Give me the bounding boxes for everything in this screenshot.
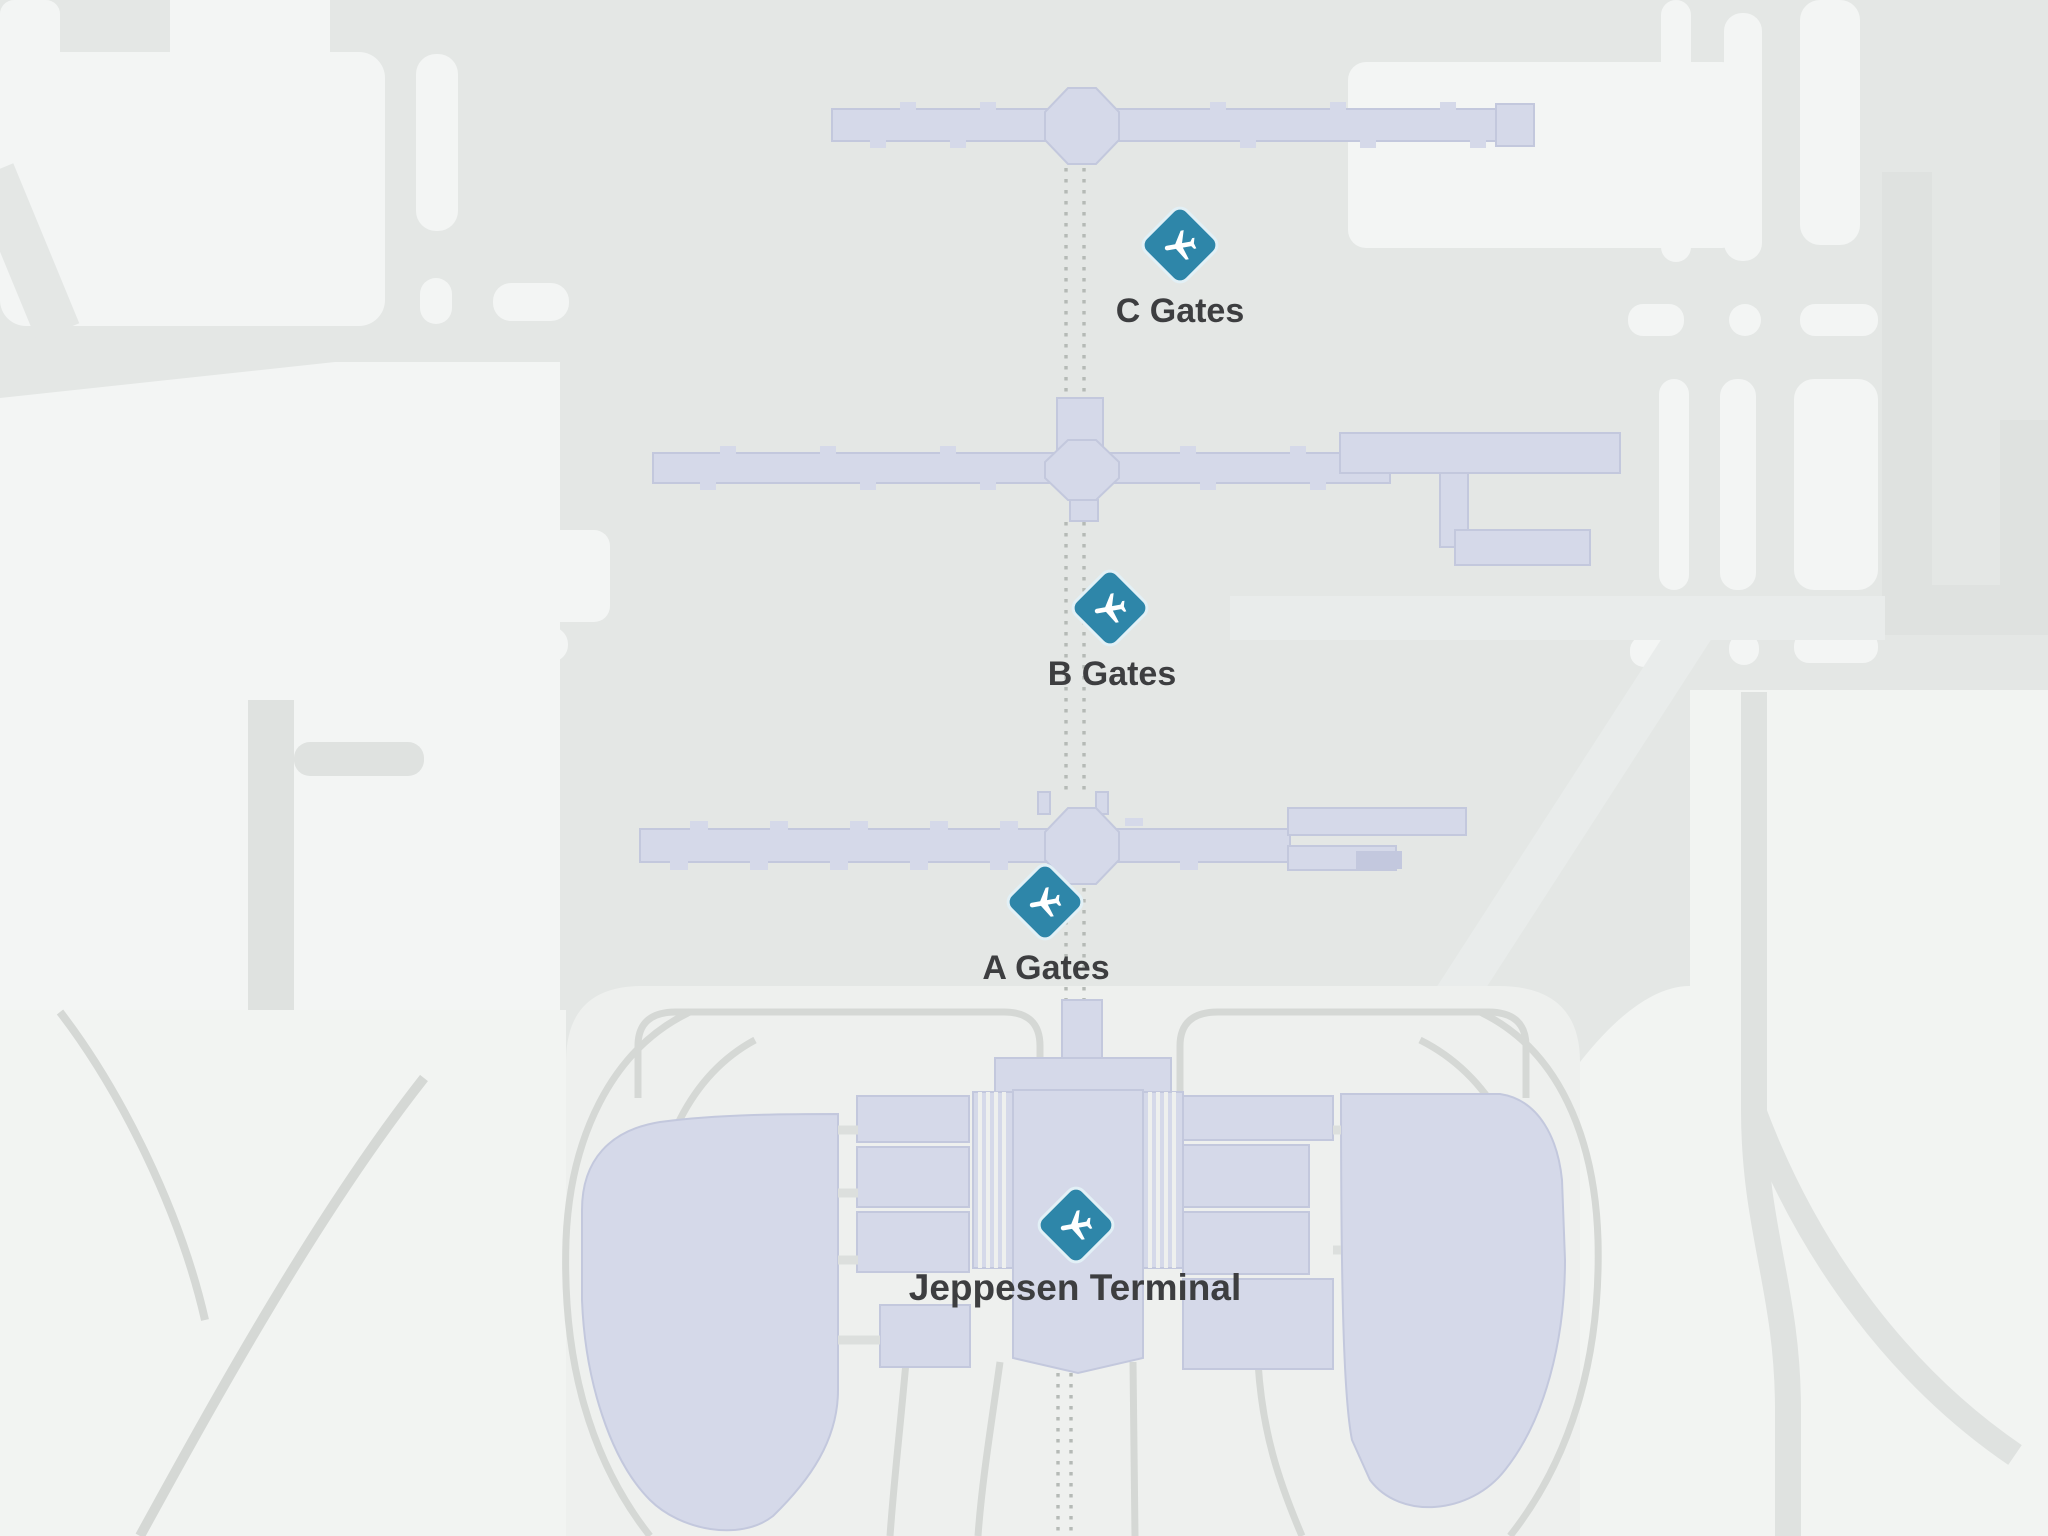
parking-east [1339,1093,1567,1509]
c-concourse-building [831,87,1535,165]
terminal-lane-stripes [978,1092,1176,1268]
train-line [1056,168,1086,1536]
label-b-gates: B Gates [1048,655,1177,693]
a-concourse-building [639,791,1467,885]
markers-layer: C Gates B Gates A Gates Jeppesen Termina… [909,204,1245,1308]
airplane-icon [1060,1210,1093,1240]
parking-west [581,1112,839,1532]
airplane-icon [1029,887,1062,917]
label-jeppesen-terminal: Jeppesen Terminal [909,1267,1241,1308]
label-a-gates: A Gates [982,949,1109,987]
airplane-icon [1164,230,1197,260]
b-concourse-building [652,397,1621,566]
marker-b-gates[interactable] [1069,567,1151,649]
label-c-gates: C Gates [1116,292,1245,330]
terminal-loop-roads [56,692,2022,1536]
marker-jeppesen-terminal[interactable] [1035,1184,1117,1266]
road-blocks-gray [248,172,2048,1040]
marker-c-gates[interactable] [1139,204,1221,286]
road-blocks-white [0,0,1878,1012]
airplane-icon [1094,593,1127,623]
buildings [581,87,1621,1532]
parking-connectors [838,1125,1341,1345]
roads-faint [1230,596,1885,1014]
marker-a-gates[interactable] [1004,861,1086,943]
